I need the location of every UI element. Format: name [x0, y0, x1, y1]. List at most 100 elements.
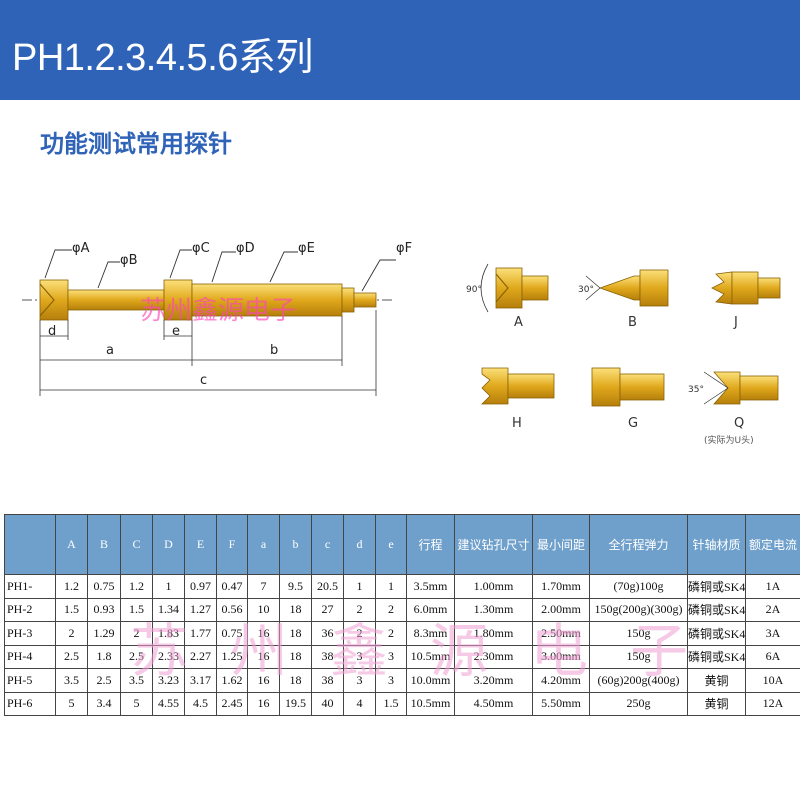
table-cell: 4.5: [184, 691, 217, 716]
table-cell: 0.47: [216, 574, 248, 599]
column-header: e: [375, 514, 407, 575]
tip-h-figure: [481, 367, 555, 405]
table-cell: 0.56: [216, 597, 248, 622]
table-cell: 12A: [745, 691, 800, 716]
table-cell: 2: [343, 597, 376, 622]
table-cell: 2A: [745, 597, 800, 622]
table-cell: 1.83: [152, 621, 185, 646]
table-cell: 3A: [745, 621, 800, 646]
table-cell: 10.0mm: [406, 668, 455, 693]
label-dia-f: φF: [396, 241, 412, 256]
column-header: B: [87, 514, 121, 575]
table-cell: 2: [343, 621, 376, 646]
table-cell: 10.5mm: [406, 644, 455, 669]
tip-q-figure: [703, 371, 779, 405]
table-cell: 6.0mm: [406, 597, 455, 622]
table-cell: 1.80mm: [454, 621, 533, 646]
probe-body: [39, 279, 377, 321]
column-header: C: [120, 514, 153, 575]
table-cell: 150g(200g)(300g): [589, 597, 688, 622]
table-cell: 38: [311, 668, 344, 693]
table-cell: 3.5: [120, 668, 153, 693]
tip-b-label: B: [628, 315, 637, 330]
probe-diagram: φA φB φC φD φE φF d a e b c 90° A 30° B: [22, 241, 781, 446]
label-dim-c: c: [200, 373, 207, 388]
column-header: 额定电流: [745, 514, 800, 575]
table-cell: 磷铜或SK4: [687, 574, 746, 599]
table-cell: 150g: [589, 621, 688, 646]
table-cell: 4.50mm: [454, 691, 533, 716]
table-cell: 3: [375, 668, 407, 693]
table-cell: 5: [55, 691, 88, 716]
table-cell: 黄铜: [687, 691, 746, 716]
tip-q-note: (实际为U头): [704, 434, 754, 446]
table-cell: 16: [247, 621, 280, 646]
table-cell: 3.5mm: [406, 574, 455, 599]
table-cell: 0.93: [87, 597, 121, 622]
table-cell: 2.27: [184, 644, 217, 669]
tip-b-angle: 30°: [578, 285, 594, 295]
table-cell: 6A: [745, 644, 800, 669]
table-cell: 16: [247, 691, 280, 716]
table-cell: 1.2: [120, 574, 153, 599]
table-cell: 1.2: [55, 574, 88, 599]
table-cell: 1.5: [55, 597, 88, 622]
tip-q-angle: 35°: [688, 385, 704, 395]
table-cell: 3.4: [87, 691, 121, 716]
table-cell: 16: [247, 644, 280, 669]
table-cell: 磷铜或SK4: [687, 621, 746, 646]
label-dia-d: φD: [236, 241, 255, 256]
table-cell: 5: [120, 691, 153, 716]
table-cell: 2.33: [152, 644, 185, 669]
table-cell: 3.5: [55, 668, 88, 693]
model-cell: PH-5: [4, 668, 56, 693]
tip-j-label: J: [733, 315, 738, 330]
column-header: [4, 514, 56, 575]
table-cell: 3.00mm: [532, 644, 590, 669]
title-banner: PH1.2.3.4.5.6系列: [0, 0, 800, 100]
table-cell: 3: [343, 644, 376, 669]
table-cell: 3.17: [184, 668, 217, 693]
table-cell: 250g: [589, 691, 688, 716]
table-cell: 1: [375, 574, 407, 599]
table-cell: 1.30mm: [454, 597, 533, 622]
table-cell: 18: [279, 668, 312, 693]
table-cell: 2.5: [55, 644, 88, 669]
tip-g-figure: [591, 367, 665, 407]
table-cell: 1.00mm: [454, 574, 533, 599]
dimension-lines: [39, 310, 377, 396]
tip-q-label: Q: [734, 416, 744, 431]
tip-b-figure: [585, 269, 669, 307]
tip-a-angle: 90°: [466, 285, 482, 295]
table-cell: 0.75: [87, 574, 121, 599]
table-cell: 2.00mm: [532, 597, 590, 622]
table-cell: 10.5mm: [406, 691, 455, 716]
table-cell: 5.50mm: [532, 691, 590, 716]
label-dim-a: a: [106, 343, 114, 358]
column-header: d: [343, 514, 376, 575]
table-cell: 2.30mm: [454, 644, 533, 669]
model-cell: PH-3: [4, 621, 56, 646]
model-cell: PH1-: [4, 574, 56, 599]
label-dim-e: e: [172, 324, 180, 339]
column-header: 针轴材质: [687, 514, 746, 575]
table-cell: 1.70mm: [532, 574, 590, 599]
table-cell: 3: [343, 668, 376, 693]
table-cell: 1.77: [184, 621, 217, 646]
column-header: b: [279, 514, 312, 575]
table-cell: 3.20mm: [454, 668, 533, 693]
table-cell: 4: [343, 691, 376, 716]
label-dim-d: d: [48, 324, 56, 339]
table-cell: 1.5: [375, 691, 407, 716]
table-cell: 2: [55, 621, 88, 646]
table-cell: 1: [343, 574, 376, 599]
tip-a-figure: [480, 263, 549, 313]
table-cell: 1.25: [216, 644, 248, 669]
table-cell: 1: [152, 574, 185, 599]
